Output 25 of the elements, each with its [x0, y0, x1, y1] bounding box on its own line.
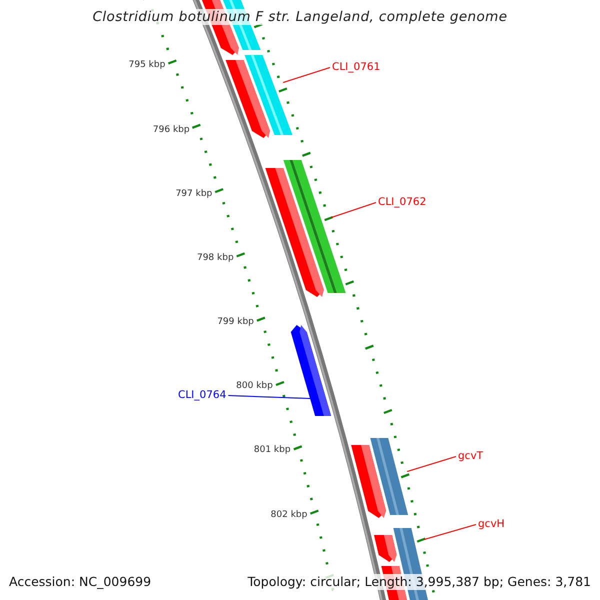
tick-label: 800 kbp — [236, 381, 273, 392]
tick-label: 801 kbp — [254, 445, 291, 456]
gene-label: gcvT — [458, 450, 484, 463]
tick-label: 797 kbp — [176, 189, 212, 200]
title: Clostridium botulinum F str. Langeland, complete genome — [90, 9, 510, 25]
leader-line — [424, 524, 476, 540]
leader-line — [330, 202, 376, 218]
tick-label: 796 kbp — [152, 125, 190, 136]
gene-block — [283, 160, 346, 293]
leader-line — [228, 395, 311, 399]
tick-label: 798 kbp — [196, 253, 234, 264]
genome-info-text: Topology: circular; Length: 3,995,387 bp; Genes: 3,781 — [246, 574, 592, 590]
leader-line — [282, 67, 330, 83]
gene-block — [370, 438, 408, 515]
gene-label: CLI_0762 — [378, 196, 426, 209]
gene-label: CLI_0764 — [178, 389, 226, 402]
genome-info-text: Accession: NC_009699 — [8, 574, 152, 590]
gene-label: gcvH — [478, 518, 505, 531]
gene-label: CLI_0761 — [332, 61, 380, 74]
leader-line — [406, 456, 456, 472]
gene-block — [244, 55, 292, 135]
tick-label: 802 kbp — [270, 510, 308, 521]
tick-label: 799 kbp — [217, 317, 254, 328]
tick-label: 795 kbp — [128, 60, 166, 71]
gene-block — [290, 325, 332, 416]
